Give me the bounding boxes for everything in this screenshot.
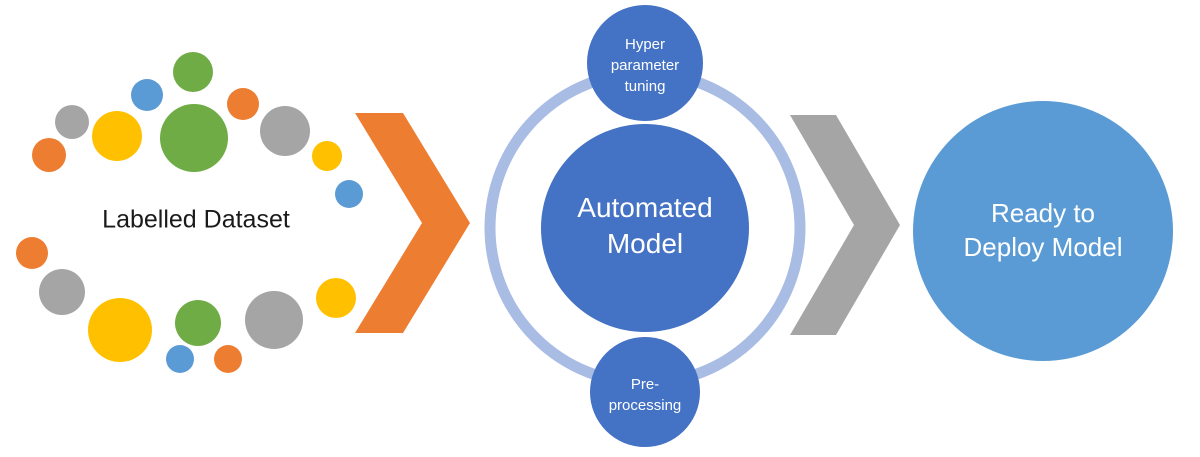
ready-to-deploy-label-line1: Ready to <box>991 198 1095 228</box>
arrow-dataset-to-model[interactable] <box>355 113 470 333</box>
stage-labelled-dataset[interactable]: Labelled Dataset <box>16 52 363 373</box>
ready-to-deploy-model-circle[interactable] <box>913 101 1173 361</box>
hyper-parameter-tuning-bubble[interactable] <box>587 5 703 121</box>
chevron-right-icon <box>790 115 900 335</box>
pre-processing-line2: processing <box>609 397 682 414</box>
dataset-dot <box>131 79 163 111</box>
dataset-dot <box>173 52 213 92</box>
hyper-parameter-tuning-line2: parameter <box>611 57 679 74</box>
chevron-right-icon <box>355 113 470 333</box>
dataset-dot <box>166 345 194 373</box>
automated-model-label-line1: Automated <box>577 192 712 223</box>
stage-ready-to-deploy-model[interactable]: Ready to Deploy Model <box>913 101 1173 361</box>
satellite-hyper-parameter-tuning[interactable]: Hyper parameter tuning <box>587 5 703 121</box>
dataset-dot <box>214 345 242 373</box>
arrow-model-to-deploy[interactable] <box>790 115 900 335</box>
dataset-dot <box>16 237 48 269</box>
dataset-dot <box>312 141 342 171</box>
hyper-parameter-tuning-line1: Hyper <box>625 36 665 53</box>
dataset-dot <box>227 88 259 120</box>
dataset-dot <box>335 180 363 208</box>
automated-model-label-line2: Model <box>607 228 683 259</box>
dataset-dot <box>245 291 303 349</box>
dataset-dot-cluster <box>16 52 363 373</box>
dataset-dot <box>55 105 89 139</box>
satellite-pre-processing[interactable]: Pre- processing <box>590 337 700 447</box>
dataset-dot <box>316 278 356 318</box>
pre-processing-bubble[interactable] <box>590 337 700 447</box>
dataset-dot <box>92 111 142 161</box>
hyper-parameter-tuning-line3: tuning <box>625 78 666 95</box>
dataset-dot <box>260 106 310 156</box>
automated-model-core[interactable] <box>541 124 749 332</box>
dataset-dot <box>39 269 85 315</box>
ready-to-deploy-label-line2: Deploy Model <box>964 232 1123 262</box>
dataset-dot <box>175 300 221 346</box>
dataset-dot <box>32 138 66 172</box>
dataset-dot <box>160 104 228 172</box>
labelled-dataset-label: Labelled Dataset <box>102 206 290 234</box>
dataset-dot <box>88 298 152 362</box>
pre-processing-line1: Pre- <box>631 376 659 393</box>
stage-automated-model[interactable]: Automated Model Hyper parameter tuning P… <box>484 5 806 447</box>
